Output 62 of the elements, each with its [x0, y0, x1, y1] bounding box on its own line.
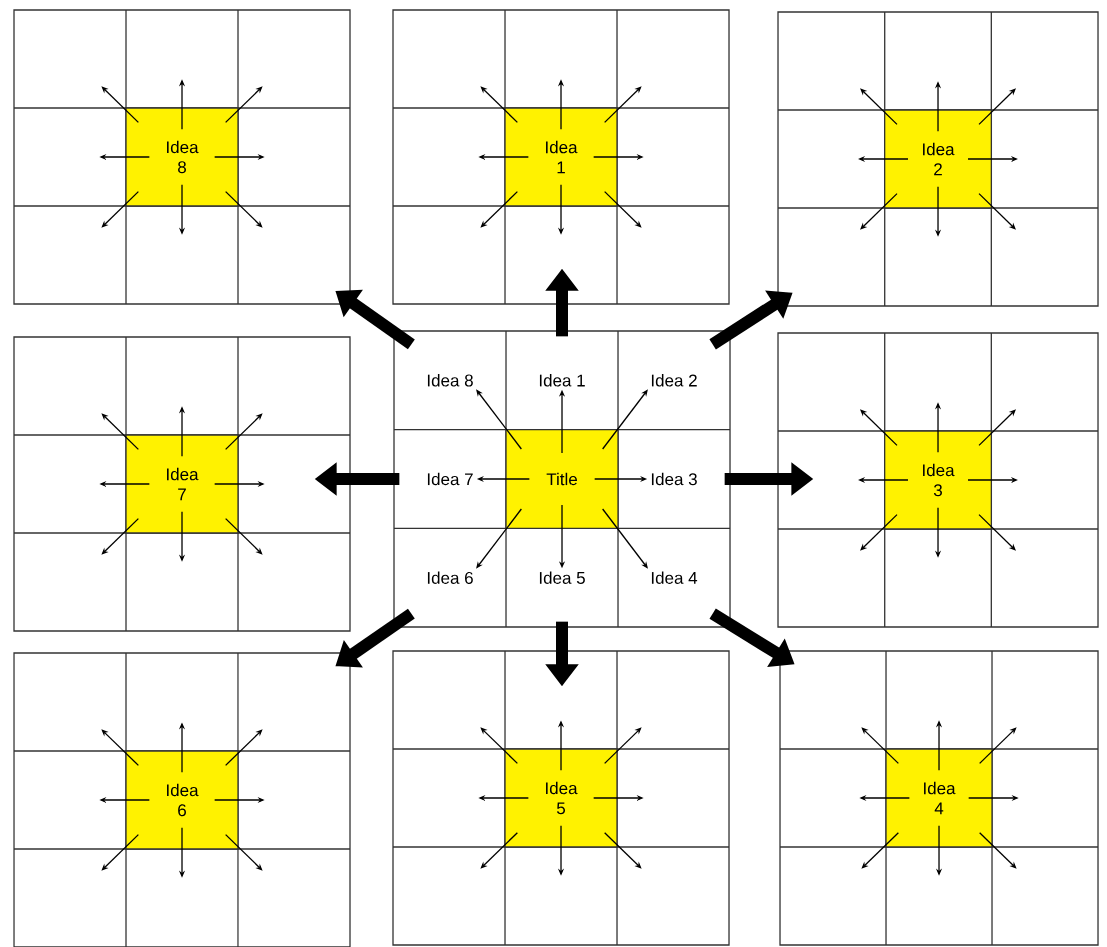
- arrow: [101, 729, 139, 766]
- grid-box: [13, 9, 351, 305]
- arrow: [225, 413, 263, 450]
- grid-box: [13, 652, 351, 947]
- arrow: [979, 727, 1017, 764]
- arrow: [978, 409, 1016, 446]
- idea-label: Idea 6: [427, 571, 473, 584]
- arrow: [604, 86, 642, 123]
- grid-box: [392, 9, 730, 305]
- idea-cell: Idea 1: [504, 107, 618, 207]
- arrow: [101, 413, 139, 450]
- arrow: [101, 191, 139, 228]
- arrow: [860, 88, 898, 125]
- arrow: [101, 834, 139, 871]
- arrow: [978, 88, 1016, 125]
- idea-cell: Idea 4: [885, 748, 993, 848]
- arrow: [225, 518, 263, 555]
- arrow: [604, 191, 642, 228]
- grid-box: [13, 336, 351, 632]
- idea-cell: Idea 8: [125, 107, 239, 207]
- arrow: [860, 409, 898, 446]
- idea-label: Idea 2: [651, 374, 697, 387]
- arrow: [979, 832, 1017, 869]
- arrow: [860, 514, 898, 551]
- idea-cell: Title: [505, 429, 619, 529]
- arrow: [101, 518, 139, 555]
- grid-box: [777, 11, 1099, 307]
- arrow: [602, 508, 648, 569]
- arrow: [225, 834, 263, 871]
- idea-cell: Idea 5: [504, 748, 618, 848]
- idea-label: Idea 7: [427, 472, 473, 486]
- grid-box: [393, 330, 731, 628]
- arrow: [476, 508, 522, 569]
- idea-cell: Idea 6: [125, 750, 239, 850]
- arrow: [480, 832, 518, 869]
- arrow: [604, 727, 642, 764]
- arrow: [978, 514, 1016, 551]
- arrow: [861, 727, 899, 764]
- arrow: [480, 86, 518, 123]
- arrow: [480, 191, 518, 228]
- arrow: [101, 86, 139, 123]
- idea-label: Idea 8: [427, 374, 473, 387]
- idea-label: Idea 5: [539, 571, 585, 584]
- arrow: [604, 832, 642, 869]
- arrow: [602, 389, 648, 450]
- arrow: [978, 193, 1016, 230]
- grid-box: [777, 332, 1099, 628]
- arrow: [861, 832, 899, 869]
- idea-label: Idea 3: [651, 472, 697, 486]
- grid-box: [779, 650, 1099, 946]
- idea-label: Idea 4: [651, 571, 698, 584]
- idea-label: Idea 1: [539, 374, 585, 387]
- idea-cell: Idea 2: [884, 109, 992, 209]
- arrow: [225, 729, 263, 766]
- grid-box: [392, 650, 730, 946]
- arrow: [860, 193, 898, 230]
- arrow: [480, 727, 518, 764]
- arrow: [225, 86, 263, 123]
- arrow: [476, 389, 522, 450]
- arrow: [225, 191, 263, 228]
- idea-cell: Idea 3: [884, 430, 992, 530]
- idea-cell: Idea 7: [125, 434, 239, 534]
